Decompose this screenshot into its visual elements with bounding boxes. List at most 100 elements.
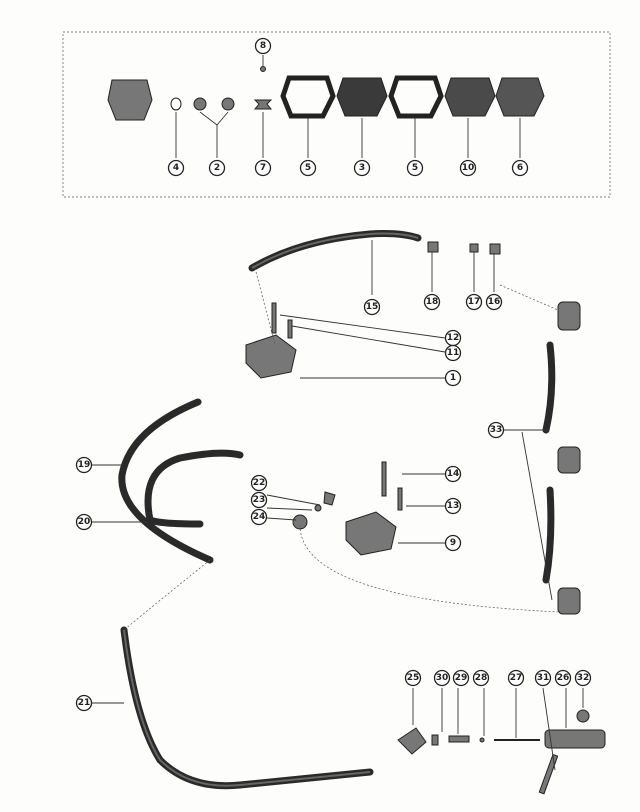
callout-31: 31 <box>534 669 552 687</box>
check-valve-part <box>193 97 207 111</box>
callout-8: 8 <box>254 37 272 55</box>
svg-text:25: 25 <box>407 673 420 683</box>
callout-28: 28 <box>472 669 490 687</box>
callout-6: 6 <box>511 159 529 177</box>
hose-20a <box>144 449 244 524</box>
fitting <box>557 446 581 474</box>
fitting <box>557 301 581 331</box>
hose-33a <box>542 341 556 434</box>
gasket-part <box>388 75 444 119</box>
svg-text:1: 1 <box>450 373 456 383</box>
hose-21 <box>120 626 374 790</box>
callout-10: 10 <box>459 159 477 177</box>
callout-29: 29 <box>452 669 470 687</box>
svg-text:13: 13 <box>447 501 460 511</box>
svg-text:4: 4 <box>173 163 179 173</box>
valve-body-26 <box>544 729 606 749</box>
fuel-pump-1 <box>245 334 297 379</box>
callout-23: 23 <box>250 491 268 509</box>
callout-4: 4 <box>167 159 185 177</box>
svg-text:27: 27 <box>510 673 523 683</box>
callout-18: 18 <box>423 293 441 311</box>
callouts-bottom: 21 25 30 29 28 27 31 26 32 <box>75 669 592 712</box>
callout-25: 25 <box>404 669 422 687</box>
callout-20: 20 <box>75 513 93 531</box>
svg-text:9: 9 <box>450 538 456 548</box>
svg-text:3: 3 <box>359 163 365 173</box>
screw-part <box>260 66 266 72</box>
valve-retainer-part <box>253 99 273 110</box>
elbow-25 <box>397 727 427 755</box>
svg-text:10: 10 <box>462 163 475 173</box>
leader-lines <box>92 240 584 771</box>
svg-text:8: 8 <box>260 41 266 51</box>
svg-text:7: 7 <box>260 163 266 173</box>
hoses <box>118 230 556 790</box>
callout-5: 5 <box>299 159 317 177</box>
svg-text:12: 12 <box>447 333 460 343</box>
svg-text:26: 26 <box>557 673 570 683</box>
svg-text:30: 30 <box>436 673 449 683</box>
svg-text:22: 22 <box>253 478 266 488</box>
callout-32: 32 <box>574 669 592 687</box>
svg-text:17: 17 <box>468 297 481 307</box>
callout-11: 11 <box>444 344 462 362</box>
fitting <box>557 587 581 615</box>
svg-text:6: 6 <box>517 163 523 173</box>
svg-text:24: 24 <box>253 512 266 522</box>
fittings <box>245 241 606 795</box>
gasket-part <box>280 75 336 119</box>
callout-5b: 5 <box>406 159 424 177</box>
callout-30: 30 <box>433 669 451 687</box>
callout-17: 17 <box>465 293 483 311</box>
svg-text:5: 5 <box>305 163 311 173</box>
svg-text:28: 28 <box>475 673 488 683</box>
callout-7: 7 <box>254 159 272 177</box>
svg-text:5: 5 <box>412 163 418 173</box>
svg-text:20: 20 <box>78 517 91 527</box>
callout-12: 12 <box>444 329 462 347</box>
callout-3: 3 <box>353 159 371 177</box>
callout-14: 14 <box>444 465 462 483</box>
callout-24: 24 <box>250 508 268 526</box>
callouts-top: 8 4 2 7 5 3 5 10 6 <box>167 37 529 177</box>
svg-text:31: 31 <box>537 673 550 683</box>
diaphragm-part <box>495 77 545 117</box>
inset-box <box>62 31 611 198</box>
callout-1: 1 <box>444 369 462 387</box>
callouts-middle: 15 18 17 16 12 11 1 33 19 14 22 23 13 24… <box>75 293 505 552</box>
hose-33b <box>542 486 555 584</box>
callout-26: 26 <box>554 669 572 687</box>
hose-19 <box>118 398 214 564</box>
svg-text:23: 23 <box>253 495 266 505</box>
callout-21: 21 <box>75 694 93 712</box>
svg-text:33: 33 <box>490 425 503 435</box>
svg-text:29: 29 <box>455 673 468 683</box>
diaphragm-part <box>336 77 388 117</box>
svg-text:14: 14 <box>447 469 460 479</box>
svg-text:2: 2 <box>214 163 220 173</box>
svg-text:16: 16 <box>488 297 501 307</box>
svg-text:21: 21 <box>78 698 91 708</box>
check-valve-part <box>221 97 235 111</box>
callout-2: 2 <box>208 159 226 177</box>
svg-text:19: 19 <box>78 460 91 470</box>
o-ring-part <box>170 97 182 111</box>
svg-text:18: 18 <box>426 297 439 307</box>
fuel-pump-9 <box>345 511 397 556</box>
pump-cover-part <box>107 79 153 121</box>
callout-9: 9 <box>444 534 462 552</box>
inset-parts <box>107 55 545 158</box>
callout-19: 19 <box>75 456 93 474</box>
callout-33: 33 <box>487 421 505 439</box>
callout-13: 13 <box>444 497 462 515</box>
hose-20b <box>146 516 204 528</box>
svg-text:15: 15 <box>366 302 379 312</box>
callout-15: 15 <box>363 298 381 316</box>
plate-part <box>444 77 496 117</box>
callout-22: 22 <box>250 474 268 492</box>
svg-text:32: 32 <box>577 673 590 683</box>
callout-16: 16 <box>485 293 503 311</box>
